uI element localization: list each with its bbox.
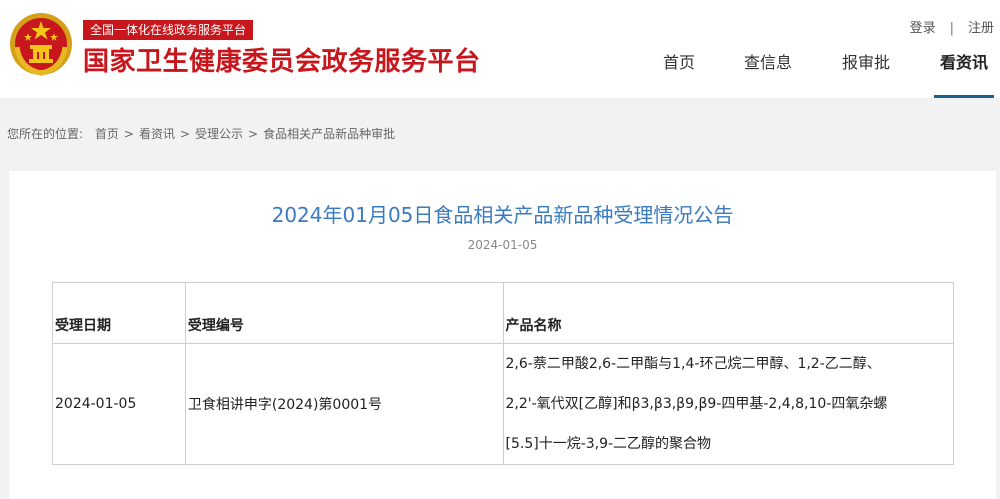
product-line: [5.5]十一烷-3,9-二乙醇的聚合物 — [505, 436, 712, 452]
product-line: 2,2'-氧代双[乙醇]和β3,β3,β9,β9-四甲基-2,4,8,10-四氧… — [505, 396, 888, 412]
site-header: 全国一体化在线政务服务平台 国家卫生健康委员会政务服务平台 登录 | 注册 首页 查… — [0, 0, 1000, 98]
product-line: 2,6-萘二甲酸2,6-二甲酯与1,4-环己烷二甲醇、1,2-乙二醇、 — [505, 356, 881, 372]
auth-links: 登录 | 注册 — [910, 17, 994, 36]
nav-item-news[interactable]: 看资讯 — [933, 47, 995, 98]
breadcrumb-item-news[interactable]: 看资讯 — [138, 127, 175, 141]
notice-card: 2024年01月05日食品相关产品新品种受理情况公告 2024-01-05 受理… — [9, 171, 996, 499]
table-header-row: 受理日期 受理编号 产品名称 — [52, 282, 954, 344]
nav-item-query-info[interactable]: 查信息 — [744, 53, 793, 72]
national-emblem-icon — [10, 13, 72, 76]
breadcrumb-arrow: > — [248, 127, 259, 141]
notice-date: 2024-01-05 — [467, 238, 538, 252]
breadcrumb-arrow: > — [123, 127, 134, 141]
breadcrumb-prefix: 您所在的位置: — [7, 127, 84, 141]
notice-title: 2024年01月05日食品相关产品新品种受理情况公告 — [271, 203, 734, 227]
breadcrumb-arrow: > — [179, 127, 191, 141]
cell-number: 卫食相讲申字(2024)第0001号 — [184, 343, 504, 465]
column-header-date: 受理日期 — [52, 282, 186, 344]
table-row: 2024-01-05 卫食相讲申字(2024)第0001号 2,6-萘二甲酸2,… — [52, 343, 954, 465]
column-header-product: 产品名称 — [502, 282, 954, 344]
cell-product: 2,6-萘二甲酸2,6-二甲酯与1,4-环己烷二甲醇、1,2-乙二醇、 2,2'… — [502, 343, 954, 465]
acceptance-table: 受理日期 受理编号 产品名称 2024-01-05 卫食相讲申字(2024)第0… — [52, 282, 954, 465]
breadcrumb-item-home[interactable]: 首页 — [94, 127, 119, 141]
register-link[interactable]: 注册 — [967, 21, 994, 36]
auth-separator: | — [949, 21, 954, 36]
breadcrumb: 您所在的位置: 首页 > 看资讯 > 受理公示 > 食品相关产品新品种审批 — [7, 125, 395, 142]
nav-item-submit-approval[interactable]: 报审批 — [842, 53, 891, 72]
login-link[interactable]: 登录 — [909, 21, 936, 36]
site-title[interactable]: 国家卫生健康委员会政务服务平台 — [83, 47, 481, 77]
column-header-number: 受理编号 — [184, 282, 504, 344]
breadcrumb-item-public-notice[interactable]: 受理公示 — [195, 127, 244, 141]
nav-item-home[interactable]: 首页 — [663, 53, 696, 72]
breadcrumb-item-current[interactable]: 食品相关产品新品种审批 — [263, 127, 396, 141]
platform-tagline: 全国一体化在线政务服务平台 — [83, 20, 254, 40]
cell-date: 2024-01-05 — [52, 343, 186, 465]
